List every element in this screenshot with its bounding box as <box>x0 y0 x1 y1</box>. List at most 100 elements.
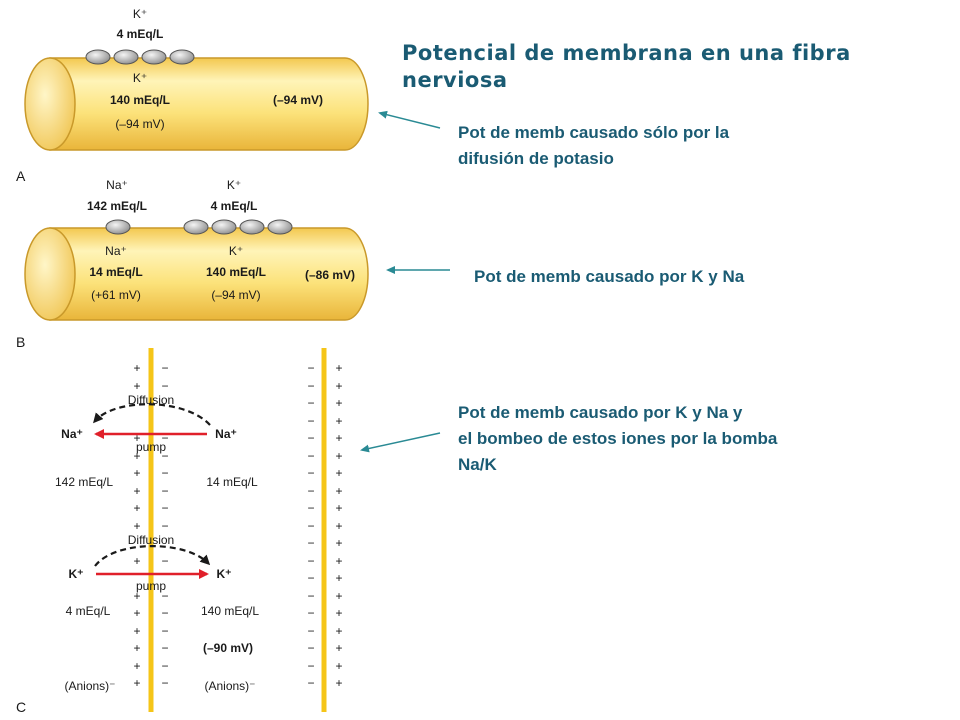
sodium-channel-b <box>105 219 131 235</box>
membrane-charge-positive: + <box>133 361 140 375</box>
membrane-charge-positive: + <box>335 571 342 585</box>
membrane-charge-positive: + <box>335 606 342 620</box>
membrane-charge-positive: + <box>335 414 342 428</box>
membrane-charge-negative: − <box>307 519 314 533</box>
membrane-charge-negative: − <box>161 484 168 498</box>
membrane-charge-negative: − <box>307 396 314 410</box>
anions-inside: (Anions)⁻ <box>204 679 255 693</box>
caption-panel-b: Pot de memb causado por K y Na <box>474 264 934 290</box>
membrane-charge-positive: + <box>335 466 342 480</box>
membrane-charge-positive: + <box>133 519 140 533</box>
membrane-charge-negative: − <box>161 379 168 393</box>
panel-letter-b: B <box>16 334 25 350</box>
panel-c: + − + − + − + − + − + − + − + − + − + − + − + − + − + − + − − + − + − + − + −… <box>16 348 343 715</box>
caption-a-line-2: difusión de potasio <box>458 149 614 168</box>
k-out-concentration-b: 4 mEq/L <box>211 199 258 213</box>
na-out-ion-label: Na⁺ <box>106 178 128 192</box>
k-diffusion-arrow <box>94 545 211 567</box>
k-in-concentration-c: 140 mEq/L <box>201 604 259 618</box>
membrane-charge-positive: + <box>335 589 342 603</box>
membrane-charge-positive: + <box>335 431 342 445</box>
na-diffusion-arrow <box>93 403 211 426</box>
membrane-charge-positive: + <box>335 519 342 533</box>
membrane-charge-negative: − <box>161 449 168 463</box>
anions-outside: (Anions)⁻ <box>64 679 115 693</box>
diffusion-label-k: Diffusion <box>128 533 174 547</box>
membrane-charge-positive: + <box>133 589 140 603</box>
membrane-charge-negative: − <box>307 589 314 603</box>
k-in-concentration: 140 mEq/L <box>110 93 170 107</box>
membrane-charges-left: +−+−+−+−+−+−+−+−+−+−+−+−+−+−+− <box>133 361 168 690</box>
membrane-charge-negative: − <box>161 659 168 673</box>
k-left-label: K⁺ <box>69 567 84 581</box>
membrane-charge-positive: + <box>133 606 140 620</box>
membrane-charge-positive: + <box>335 484 342 498</box>
pointer-arrow-a <box>378 110 441 129</box>
k-right-label: K⁺ <box>217 567 232 581</box>
membrane-charge-negative: − <box>161 519 168 533</box>
membrane-charge-positive: + <box>133 624 140 638</box>
membrane-charge-positive: + <box>335 554 342 568</box>
membrane-charge-positive: + <box>335 676 342 690</box>
membrane-charge-negative: − <box>161 676 168 690</box>
caption-panel-a: Pot de memb causado sólo por la difusión… <box>458 120 918 172</box>
k-equilibrium-potential: (–94 mV) <box>115 117 164 131</box>
na-equilibrium-potential: (+61 mV) <box>91 288 141 302</box>
panel-a: K⁺ 4 mEq/L K⁺ 140 mEq/L (–94 mV) (–94 mV… <box>16 7 369 184</box>
membrane-charge-negative: − <box>307 659 314 673</box>
membrane-charge-negative: − <box>161 501 168 515</box>
membrane-charge-negative: − <box>307 361 314 375</box>
pointer-arrow-c <box>360 432 441 453</box>
membrane-charge-negative: − <box>161 466 168 480</box>
na-out-concentration: 142 mEq/L <box>87 199 147 213</box>
membrane-charge-negative: − <box>307 624 314 638</box>
membrane-charge-positive: + <box>133 501 140 515</box>
membrane-charge-negative: − <box>307 431 314 445</box>
membrane-charge-positive: + <box>133 676 140 690</box>
k-out-concentration-c: 4 mEq/L <box>66 604 111 618</box>
membrane-charge-negative: − <box>307 449 314 463</box>
k-in-ion-label: K⁺ <box>133 71 147 85</box>
k-in-ion-label-b: K⁺ <box>229 244 243 258</box>
k-out-ion-label: K⁺ <box>133 7 147 21</box>
na-left-label: Na⁺ <box>61 427 83 441</box>
membrane-charge-positive: + <box>133 379 140 393</box>
k-out-concentration: 4 mEq/L <box>117 27 164 41</box>
membrane-charge-positive: + <box>335 641 342 655</box>
membrane-charges-right: −+−+−+−+−+−+−+−+−+−+−+−+−+−+−+−+−+−+−+ <box>307 361 342 690</box>
membrane-potential-b: (–86 mV) <box>305 268 355 282</box>
membrane-charge-positive: + <box>335 379 342 393</box>
membrane-charge-positive: + <box>133 466 140 480</box>
membrane-charge-positive: + <box>133 449 140 463</box>
membrane-charge-negative: − <box>307 641 314 655</box>
membrane-charge-negative: − <box>307 571 314 585</box>
membrane-charge-positive: + <box>335 361 342 375</box>
nerve-fiber-cylinder-a <box>24 57 369 151</box>
membrane-charge-negative: − <box>161 589 168 603</box>
membrane-charge-negative: − <box>307 484 314 498</box>
membrane-charge-negative: − <box>307 379 314 393</box>
membrane-charge-negative: − <box>307 501 314 515</box>
membrane-charge-negative: − <box>161 361 168 375</box>
caption-c-line-2: el bombeo de estos iones por la bomba <box>458 429 778 448</box>
membrane-charge-negative: − <box>307 606 314 620</box>
pump-label-k: pump <box>136 579 166 593</box>
panel-letter-c: C <box>16 699 26 715</box>
membrane-charge-negative: − <box>161 554 168 568</box>
k-out-ion-label-b: K⁺ <box>227 178 241 192</box>
caption-c-line-3: Na/K <box>458 455 497 474</box>
membrane-charge-negative: − <box>161 624 168 638</box>
membrane-charge-negative: − <box>307 466 314 480</box>
membrane-charge-positive: + <box>133 659 140 673</box>
membrane-charge-positive: + <box>335 624 342 638</box>
membrane-charge-negative: − <box>161 431 168 445</box>
potassium-channels-a <box>85 49 195 65</box>
panel-b: Na⁺ 142 mEq/L K⁺ 4 mEq/L Na⁺ 14 mEq/L (+… <box>16 178 369 350</box>
membrane-charge-negative: − <box>161 606 168 620</box>
potassium-channels-b <box>183 219 293 235</box>
membrane-charge-positive: + <box>335 659 342 673</box>
membrane-charge-positive: + <box>133 641 140 655</box>
na-out-concentration-c: 142 mEq/L <box>55 475 113 489</box>
membrane-charge-positive: + <box>335 449 342 463</box>
